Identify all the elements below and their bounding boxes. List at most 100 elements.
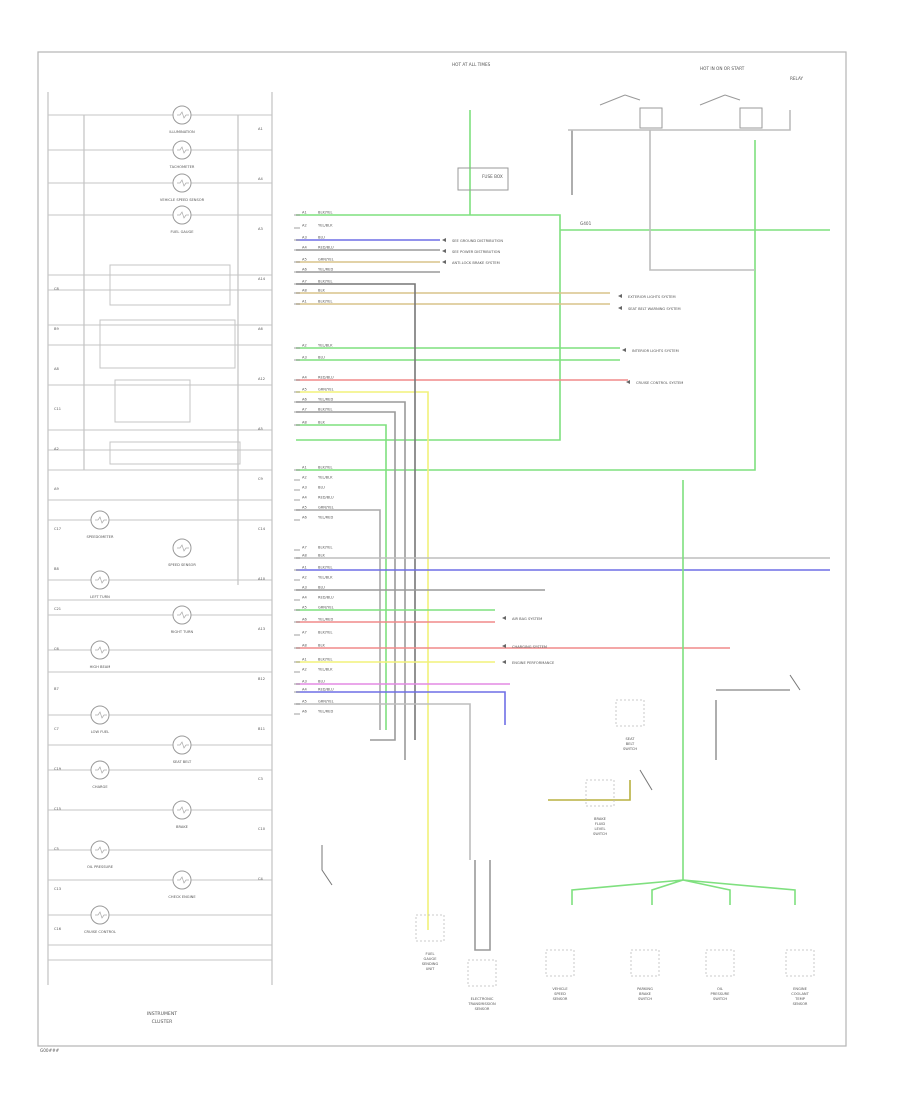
harness-wire-color: BLK/YEL <box>318 280 333 284</box>
component-label: FLUID <box>595 822 606 826</box>
cluster-pin: C7 <box>54 727 59 731</box>
component-label: TEMP <box>794 997 806 1001</box>
harness-pin: A4 <box>302 496 307 500</box>
harness-wire-color: YEL/BLK <box>318 576 333 580</box>
component-label: UNIT <box>426 967 435 971</box>
lamp-symbol: CHECK ENGINE <box>168 870 196 899</box>
cluster-pin: A10 <box>258 577 266 581</box>
lamp-label: LEFT TURN <box>90 595 110 599</box>
cluster-pin: C6 <box>54 647 60 651</box>
switch-4 <box>789 674 801 691</box>
lamp-label: TACHOMETER <box>169 165 195 169</box>
component-label: SENSOR <box>475 1007 490 1011</box>
component-label: BELT <box>626 742 635 746</box>
harness-pin: A3 <box>302 236 307 240</box>
harness-pin: A6 <box>302 516 307 520</box>
label-fuse-box: FUSE BOX <box>482 174 503 179</box>
lamp-symbol: SEAT BELT <box>172 735 192 764</box>
lamp-symbol: OIL PRESSURE <box>87 840 114 869</box>
harness-pin: A4 <box>302 688 307 692</box>
harness-pin: A2 <box>302 224 307 228</box>
label-hot-in-on: HOT IN ON OR START <box>700 66 745 71</box>
lamp-label: OIL PRESSURE <box>87 865 114 869</box>
harness-pin: A2 <box>302 344 307 348</box>
lamp-filament-icon <box>177 211 189 219</box>
component-label: SWITCH <box>713 997 727 1001</box>
lamp-symbol: ILLUMINATION <box>169 105 195 134</box>
harness-wire-color: BLK/YEL <box>318 300 333 304</box>
cluster-pin: C21 <box>54 607 61 611</box>
component-box <box>545 949 575 977</box>
lamp-bulb-icon <box>90 510 110 530</box>
lamp-filament-icon <box>177 876 189 884</box>
system-ref-label: SEE POWER DISTRIBUTION <box>452 250 500 254</box>
connector-arrow-icon <box>442 260 446 264</box>
cluster-pin: A6 <box>258 327 263 331</box>
lamp-symbol: TACHOMETER <box>169 140 195 169</box>
cluster-pin: C10 <box>258 827 266 831</box>
harness-wire-color: BLK/YEL <box>318 546 333 550</box>
harness-pin: A1 <box>302 466 307 470</box>
harness-pin: A7 <box>302 408 307 412</box>
gauge-box-speed <box>109 441 241 465</box>
cluster-pin: A14 <box>258 277 266 281</box>
system-ref-label: ENGINE PERFORMANCE <box>512 661 555 665</box>
gauge-boxes <box>99 264 241 465</box>
cluster-pin: A9 <box>54 487 59 491</box>
harness-wire-color: BLK <box>318 644 325 648</box>
harness-wire-color: BLK/YEL <box>318 211 333 215</box>
harness-connector-ticks <box>294 214 300 715</box>
cluster-bus <box>47 92 273 985</box>
component-box <box>785 949 815 977</box>
cluster-pin: C19 <box>54 767 62 771</box>
component-box <box>467 959 497 987</box>
component-label: GAUGE <box>424 957 438 961</box>
component-label: OIL <box>717 987 723 991</box>
lamp-bulb-icon <box>172 870 192 890</box>
component-label: SWITCH <box>593 832 607 836</box>
lamp-bulb-icon <box>90 760 110 780</box>
system-ref-label: INTERIOR LIGHTS SYSTEM <box>632 349 679 353</box>
harness-wire-color: YEL/RED <box>318 268 333 272</box>
footer-id: G00### <box>40 1048 60 1053</box>
harness-wire-color: BLK <box>318 421 325 425</box>
lamp-filament-icon <box>95 846 107 854</box>
harness-wire-color: YEL/RED <box>318 398 333 402</box>
relay-2 <box>739 107 763 129</box>
lamp-bulb-icon <box>172 105 192 125</box>
label-ground-point: G401 <box>580 221 592 226</box>
wire-green-7 <box>571 879 796 905</box>
harness-wire-color: YEL/BLK <box>318 224 333 228</box>
component-label: FUEL <box>426 952 435 956</box>
harness-pin: A5 <box>302 258 307 262</box>
cluster-pin: C13 <box>54 887 61 891</box>
cluster-pin: C15 <box>54 807 61 811</box>
lamp-label: RIGHT TURN <box>171 630 194 634</box>
component-label: SWITCH <box>638 997 652 1001</box>
lamp-filament-icon <box>95 576 107 584</box>
harness-wire-color: BLK <box>318 554 325 558</box>
wire-olive-1 <box>548 780 631 801</box>
lamp-filament-icon <box>177 741 189 749</box>
lamp-bulb-icon <box>172 140 192 160</box>
lamp-bulb-icon <box>172 735 192 755</box>
harness-wire-color: RED/BLU <box>318 688 334 692</box>
harness-wire-color: YEL/BLK <box>318 668 333 672</box>
cluster-title-line1: INSTRUMENT <box>147 1011 177 1017</box>
lamp-label: SPEEDOMETER <box>87 535 114 539</box>
lamp-label: LOW FUEL <box>91 730 109 734</box>
harness-wire-color: YEL/RED <box>318 618 333 622</box>
diagram-labels: INSTRUMENT CLUSTER G00### HOT AT ALL TIM… <box>40 62 804 1053</box>
harness-pin: A6 <box>302 710 307 714</box>
lamp-label: CRUISE CONTROL <box>84 930 116 934</box>
cluster-pin: C4 <box>258 877 264 881</box>
wire-harness <box>296 110 830 951</box>
component-label: ELECTRONIC <box>471 997 494 1001</box>
cluster-pin: C14 <box>258 527 266 531</box>
